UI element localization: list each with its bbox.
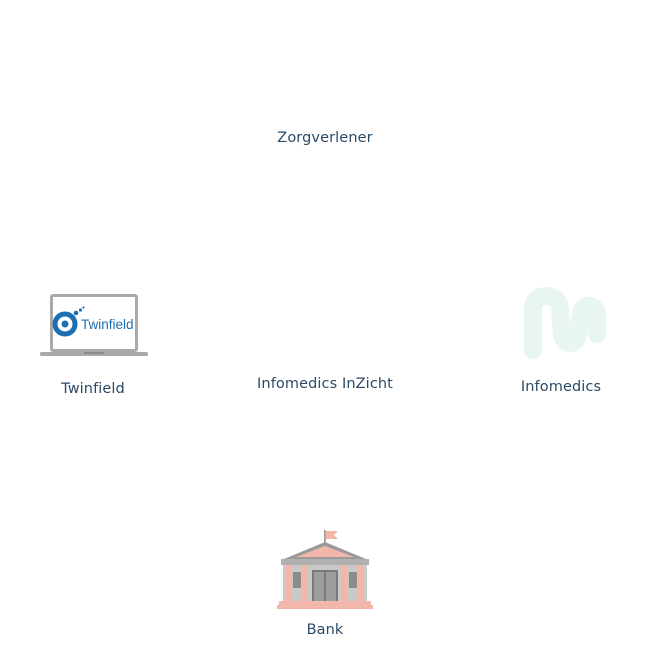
- bank-label: Bank: [306, 622, 344, 638]
- laptop-icon: Twinfield: [40, 294, 148, 356]
- bank-building-icon: [277, 530, 373, 609]
- infomedics-inzicht-label: Infomedics InZicht: [257, 376, 393, 392]
- infomedics-node: [520, 284, 606, 362]
- twinfield-logo-text: Twinfield: [81, 317, 134, 332]
- infomedics-logo-icon: [524, 287, 606, 359]
- twinfield-node: Twinfield: [38, 292, 150, 358]
- twinfield-logo-icon: [52, 306, 85, 337]
- bank-node: [276, 528, 374, 610]
- zorgverlener-label: Zorgverlener: [277, 130, 373, 146]
- infomedics-label: Infomedics: [520, 379, 602, 395]
- twinfield-label: Twinfield: [61, 381, 125, 397]
